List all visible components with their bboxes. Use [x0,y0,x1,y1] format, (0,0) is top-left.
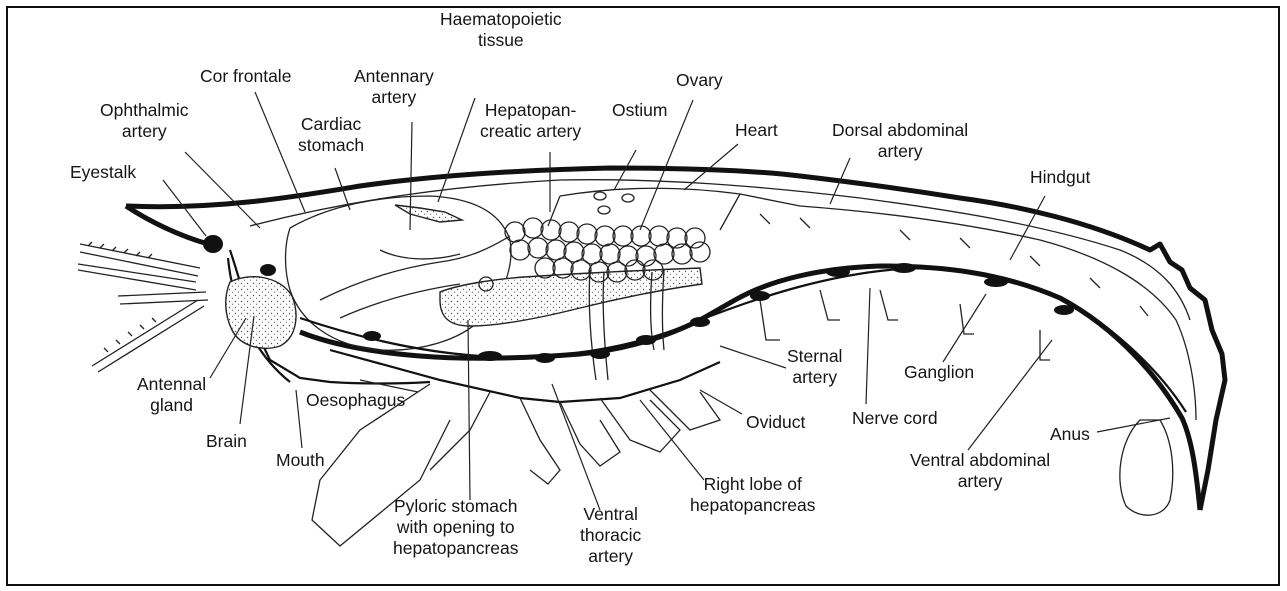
label-antennal-gland: Antennal gland [137,374,206,416]
label-oviduct: Oviduct [746,412,805,433]
label-anus: Anus [1050,424,1090,445]
label-pyloric-stomach: Pyloric stomach with opening to hepatopa… [393,496,519,559]
label-dorsal-abdominal-artery: Dorsal abdominal artery [832,120,968,162]
label-ventral-abdominal-artery: Ventral abdominal artery [910,450,1050,492]
antennae [78,242,208,372]
label-hindgut: Hindgut [1030,167,1090,188]
label-ostium: Ostium [612,100,667,121]
label-ophthalmic-artery: Ophthalmic artery [100,100,189,142]
label-cor-frontale: Cor frontale [200,66,291,87]
label-haematopoietic-tissue: Haematopoietic tissue [440,9,562,51]
label-right-lobe-hepatopancreas: Right lobe of hepatopancreas [690,474,816,516]
label-mouth: Mouth [276,450,325,471]
label-hepatopancreatic-artery: Hepatopan- creatic artery [480,100,581,142]
label-oesophagus: Oesophagus [306,390,405,411]
label-cardiac-stomach: Cardiac stomach [298,114,364,156]
label-brain: Brain [206,431,247,452]
label-nerve-cord: Nerve cord [852,408,938,429]
label-eyestalk: Eyestalk [70,162,136,183]
label-ventral-thoracic-artery: Ventral thoracic artery [580,504,641,567]
label-sternal-artery: Sternal artery [787,346,842,388]
label-ovary: Ovary [676,70,723,91]
nerve-cord [203,235,1186,412]
label-antennary-artery: Antennary artery [354,66,434,108]
label-ganglion: Ganglion [904,362,974,383]
label-heart: Heart [735,120,778,141]
